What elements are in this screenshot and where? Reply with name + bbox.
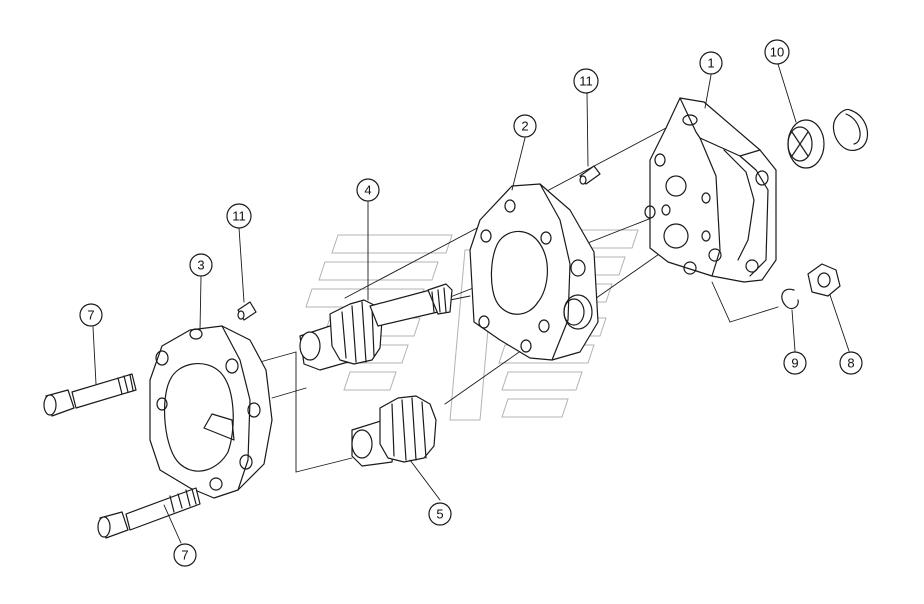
part-4-drive-gear xyxy=(299,283,453,371)
callout-11-body: 11 xyxy=(573,68,599,94)
svg-text:7: 7 xyxy=(181,548,188,563)
part-10-seal xyxy=(787,119,825,169)
svg-text:11: 11 xyxy=(579,74,593,89)
svg-text:1: 1 xyxy=(707,56,714,71)
svg-text:11: 11 xyxy=(232,209,246,224)
callout-9: 9 xyxy=(783,351,807,375)
part-11-pin-cover xyxy=(237,301,257,321)
part-3-front-cover xyxy=(149,325,273,499)
part-9-washer xyxy=(781,288,799,310)
retaining-ring xyxy=(832,108,869,151)
svg-text:2: 2 xyxy=(521,119,528,134)
callout-7-lower: 7 xyxy=(173,543,197,567)
svg-text:4: 4 xyxy=(364,183,371,198)
callout-4: 4 xyxy=(356,178,380,202)
callout-2: 2 xyxy=(513,114,537,138)
svg-text:7: 7 xyxy=(87,308,94,323)
part-7-bolt-lower xyxy=(97,487,201,539)
callout-3: 3 xyxy=(189,253,213,277)
leader-lines xyxy=(92,63,850,544)
svg-text:8: 8 xyxy=(847,356,854,371)
svg-text:3: 3 xyxy=(197,258,204,273)
svg-text:10: 10 xyxy=(770,45,784,60)
part-8-nut xyxy=(807,263,841,297)
svg-text:9: 9 xyxy=(791,356,798,371)
callout-1: 1 xyxy=(699,51,723,75)
callout-5: 5 xyxy=(428,502,452,526)
part-2-pump-body xyxy=(469,183,599,361)
callout-8: 8 xyxy=(839,351,863,375)
part-5-driven-gear xyxy=(351,395,437,467)
part-7-bolt-upper xyxy=(43,373,137,417)
part-11-pin-body xyxy=(579,165,601,185)
callout-10: 10 xyxy=(764,39,790,65)
part-1-rear-housing xyxy=(644,97,777,283)
svg-text:5: 5 xyxy=(436,507,443,522)
callout-11-cover: 11 xyxy=(226,203,252,229)
callout-7-upper: 7 xyxy=(79,303,103,327)
